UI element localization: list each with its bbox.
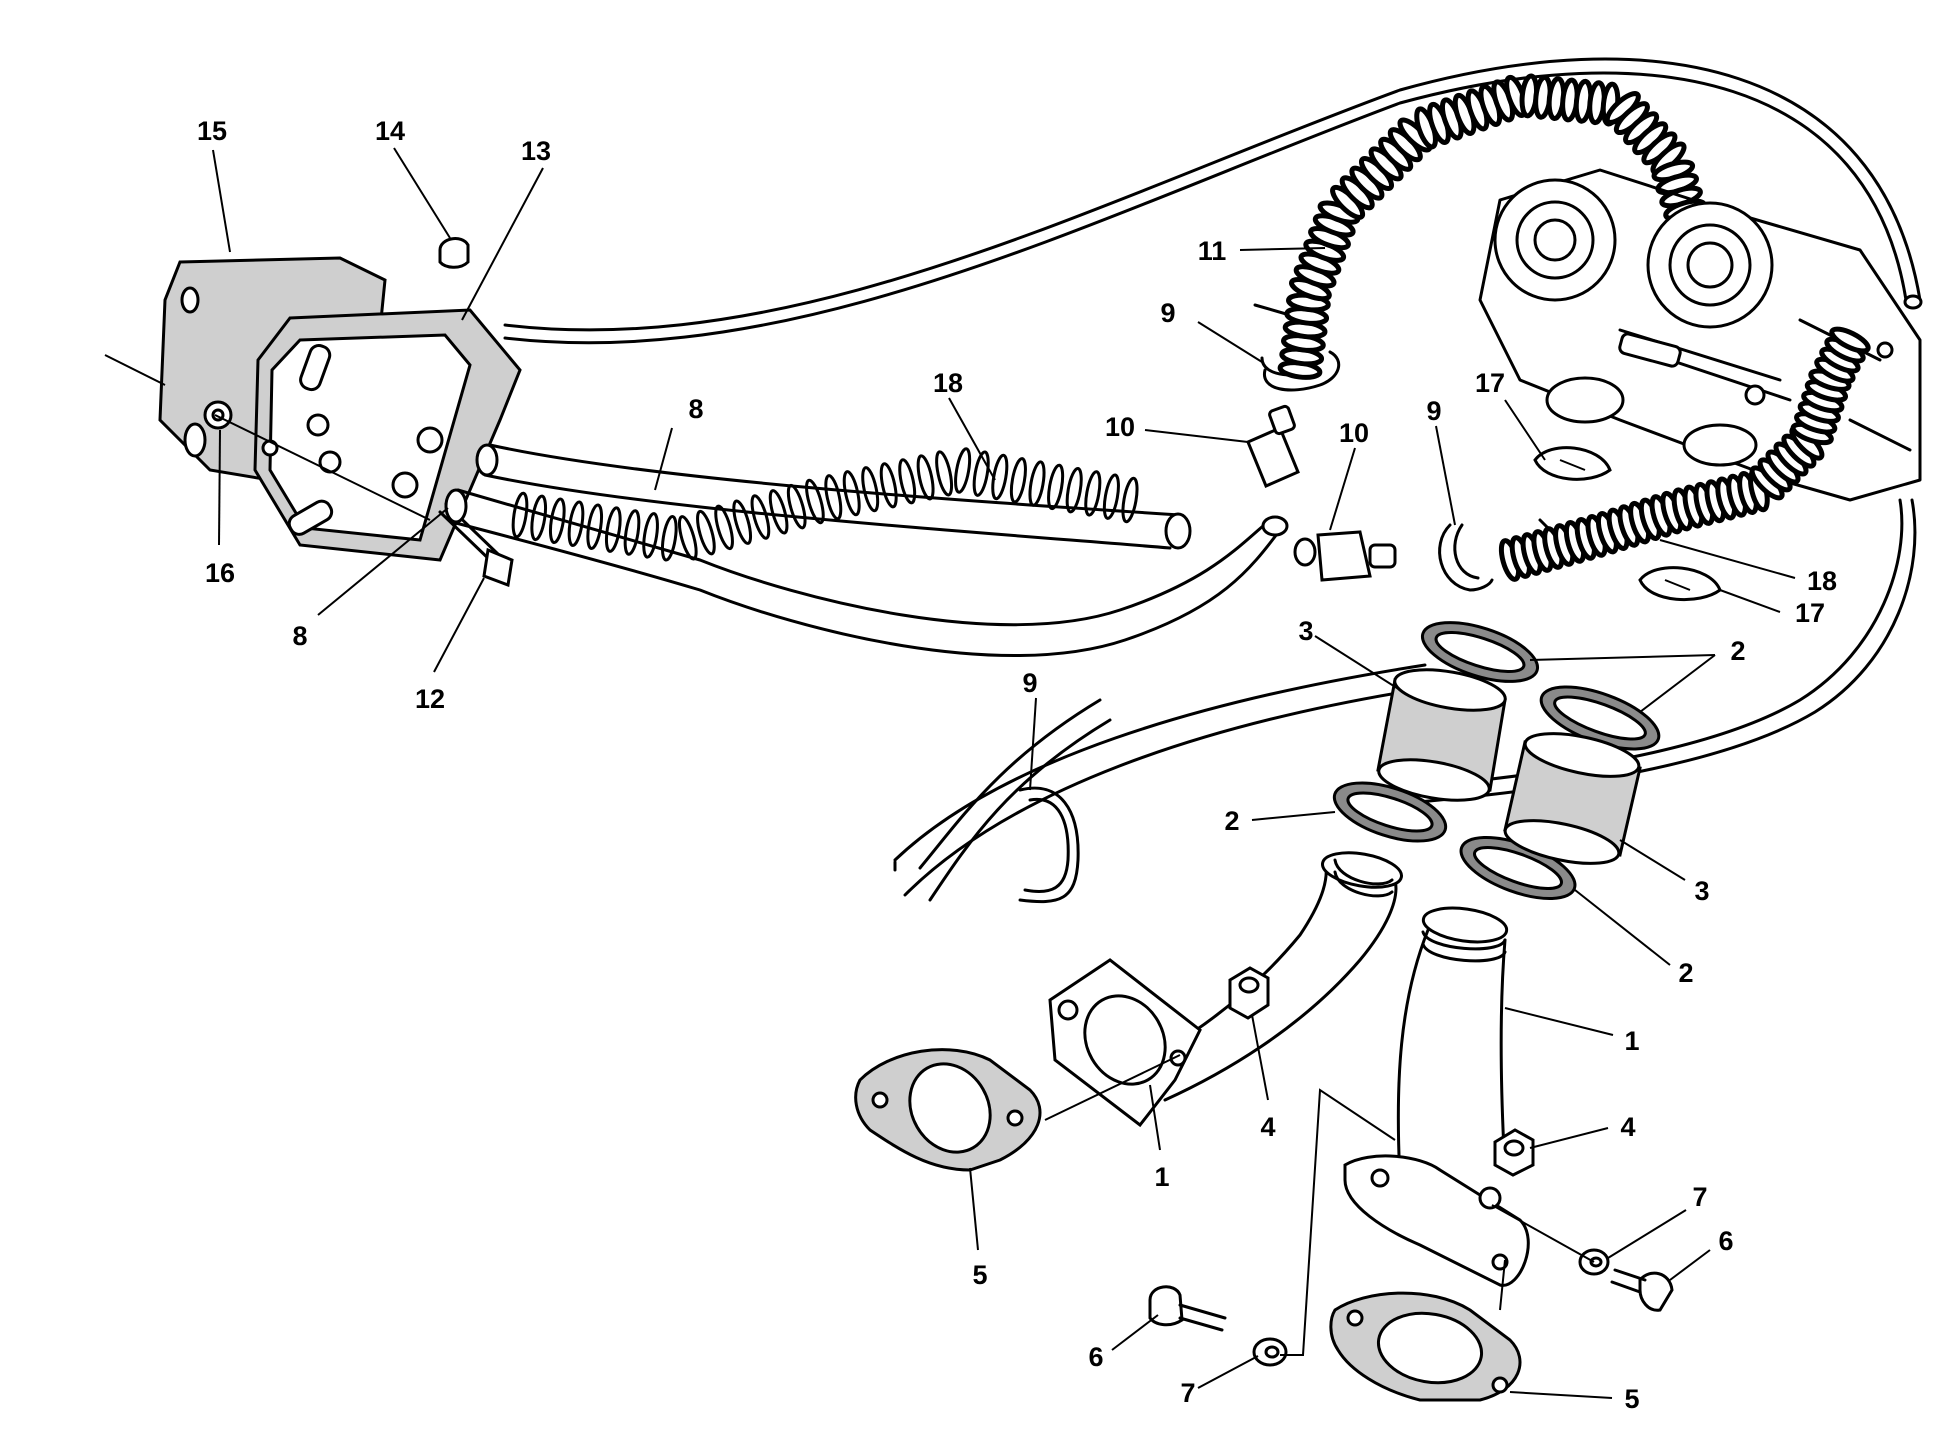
callout-6-left: 6 — [1088, 1342, 1103, 1372]
spiral-sleeve-11 — [1277, 73, 1707, 380]
callout-10-upper: 10 — [1105, 412, 1135, 442]
callout-17-lower: 17 — [1795, 598, 1825, 628]
drain-tubes — [893, 498, 1917, 902]
callout-9-lower: 9 — [1022, 668, 1037, 698]
callout-16: 16 — [205, 558, 235, 588]
callout-2-upper: 2 — [1730, 636, 1745, 666]
nut-4-right — [1493, 1128, 1535, 1177]
callout-10-lower: 10 — [1339, 418, 1369, 448]
clip-17-lower — [1638, 566, 1722, 602]
washer-7-left — [1252, 1337, 1288, 1367]
clip-17-upper — [1533, 446, 1612, 481]
callout-9-middle: 9 — [1426, 396, 1441, 426]
assembly-lines — [104, 354, 1595, 1356]
screw-6-left — [1148, 1285, 1227, 1332]
vent-hose-top — [503, 57, 1923, 345]
fitting-10-lower — [1293, 530, 1397, 582]
callout-4-right: 4 — [1620, 1112, 1635, 1142]
hose-8-upper — [475, 443, 1192, 550]
gasket-5-left — [854, 1048, 1042, 1172]
callout-5-left: 5 — [972, 1260, 987, 1290]
callout-18-right: 18 — [1807, 566, 1837, 596]
callout-7-left: 7 — [1180, 1378, 1195, 1408]
callout-12: 12 — [415, 684, 445, 714]
callout-9-upper: 9 — [1160, 298, 1175, 328]
intake-manifold-1-left — [1048, 851, 1403, 1128]
intake-boot-3-left — [1376, 668, 1507, 802]
callout-15: 15 — [197, 116, 227, 146]
callout-3-lower: 3 — [1694, 876, 1709, 906]
carburetor-assembly — [1478, 168, 1922, 502]
callout-labels: 15 14 13 16 8 8 12 18 10 10 9 9 9 11 17 … — [197, 116, 1837, 1414]
callout-4-left: 4 — [1260, 1112, 1275, 1142]
bolt-12 — [438, 502, 514, 588]
callout-3-upper: 3 — [1298, 616, 1313, 646]
clip-9-lower — [1018, 786, 1080, 904]
clamp-2-upper-left — [1420, 621, 1540, 683]
intake-boot-3-right — [1503, 732, 1642, 865]
callout-8-upper: 8 — [688, 394, 703, 424]
callout-17-upper: 17 — [1475, 368, 1505, 398]
callout-2-right: 2 — [1678, 958, 1693, 988]
spiral-sleeve-18-left — [511, 447, 1139, 562]
gasket-5-right — [1329, 1291, 1522, 1402]
callout-7-right: 7 — [1692, 1182, 1707, 1212]
callout-8-lower: 8 — [292, 621, 307, 651]
leader-lines — [212, 147, 1796, 1399]
callout-1-right: 1 — [1624, 1026, 1639, 1056]
screw-6-right — [1610, 1268, 1674, 1312]
clamp-2-lower-right — [1459, 836, 1577, 900]
callout-2-left: 2 — [1224, 806, 1239, 836]
fitting-10-upper — [1246, 404, 1300, 488]
callout-11: 11 — [1198, 236, 1227, 266]
callout-6-right: 6 — [1718, 1226, 1733, 1256]
callout-18-left: 18 — [933, 368, 963, 398]
callout-13: 13 — [521, 136, 551, 166]
callout-1-left: 1 — [1154, 1162, 1169, 1192]
nut-4-left — [1228, 966, 1270, 1020]
heat-shield-front — [253, 308, 522, 562]
spiral-sleeve-18-right — [1498, 326, 1871, 582]
intake-manifold-1-right — [1343, 906, 1530, 1287]
nut-14 — [438, 237, 470, 269]
washer-16 — [203, 400, 233, 430]
callout-14: 14 — [375, 116, 405, 146]
callout-5-right: 5 — [1624, 1384, 1639, 1414]
